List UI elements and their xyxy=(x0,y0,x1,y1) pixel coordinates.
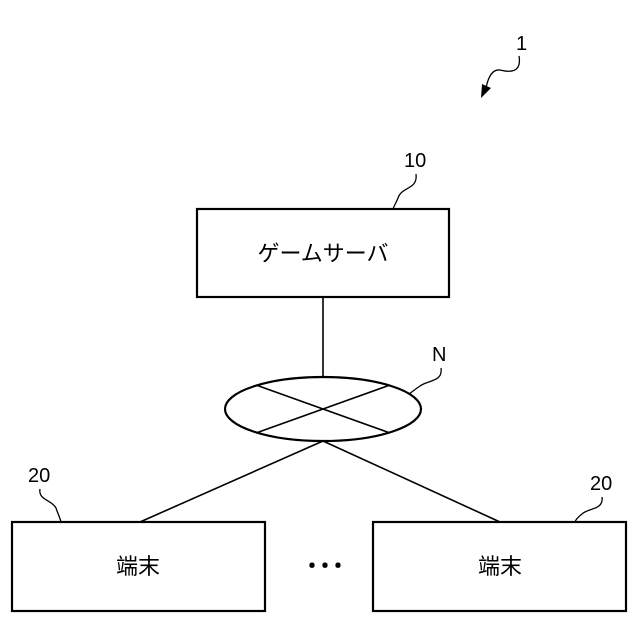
terminal-ref-number-right: 20 xyxy=(590,473,612,495)
network-ref-label: N xyxy=(432,344,446,366)
game-server-ref-number: 10 xyxy=(404,150,426,172)
network-ref-leader xyxy=(409,368,441,394)
network-terminal-right-link xyxy=(323,441,500,522)
terminal-label-left: 端末 xyxy=(116,555,160,580)
game-server-ref-leader xyxy=(393,174,416,209)
system-ref-leader xyxy=(486,56,519,88)
terminal-label-right: 端末 xyxy=(478,555,522,580)
terminal-ref-leader-left xyxy=(40,489,61,522)
system-ref-number: 1 xyxy=(516,33,527,55)
game-server-label: ゲームサーバ xyxy=(257,242,388,267)
system-ref-arrowhead xyxy=(481,84,491,98)
network-terminal-left-link xyxy=(140,441,323,522)
terminal-ref-leader-right xyxy=(575,497,602,522)
terminals-ellipsis: ･･･ xyxy=(305,552,344,582)
terminal-ref-number-left: 20 xyxy=(28,465,50,487)
